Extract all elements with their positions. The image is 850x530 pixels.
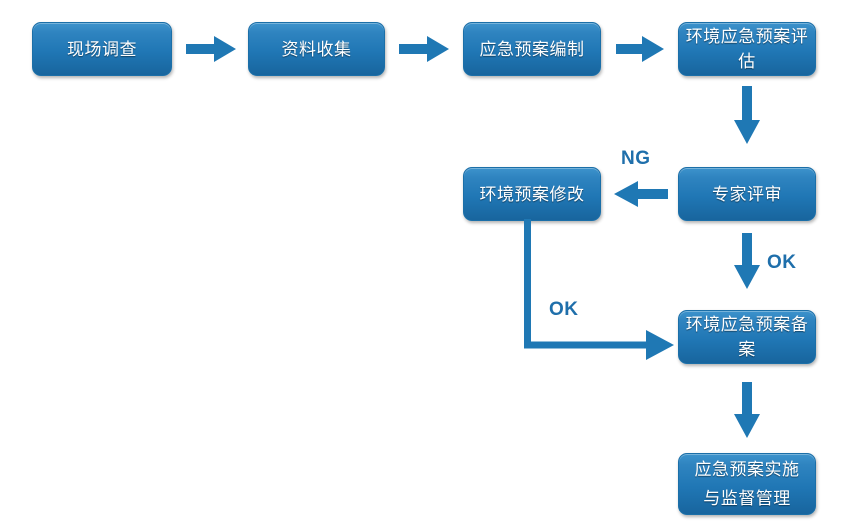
node-plan-filing[interactable]: 环境应急预案备案 xyxy=(678,310,816,364)
node-plan-drafting[interactable]: 应急预案编制 xyxy=(463,22,601,76)
arrow-expert-to-filing-icon xyxy=(734,233,760,289)
arrow-revision-to-filing-icon xyxy=(524,219,674,360)
arrow-drafting-to-assessment-icon xyxy=(616,36,664,62)
arrow-survey-to-collection-icon xyxy=(186,36,236,62)
edge-label-ng: NG xyxy=(621,148,651,169)
arrow-expert-to-revision-icon xyxy=(614,181,668,207)
edge-label-ok-expert: OK xyxy=(767,252,797,273)
arrow-filing-to-implementation-icon xyxy=(734,382,760,438)
edge-label-ok-revision: OK xyxy=(549,299,579,320)
node-plan-revision[interactable]: 环境预案修改 xyxy=(463,167,601,221)
node-plan-assessment[interactable]: 环境应急预案评估 xyxy=(678,22,816,76)
node-implementation[interactable]: 应急预案实施 与监督管理 xyxy=(678,453,816,515)
node-expert-review[interactable]: 专家评审 xyxy=(678,167,816,221)
node-site-survey[interactable]: 现场调查 xyxy=(32,22,172,76)
node-data-collection[interactable]: 资料收集 xyxy=(248,22,385,76)
arrow-assessment-to-expert-icon xyxy=(734,86,760,144)
arrow-collection-to-drafting-icon xyxy=(399,36,449,62)
